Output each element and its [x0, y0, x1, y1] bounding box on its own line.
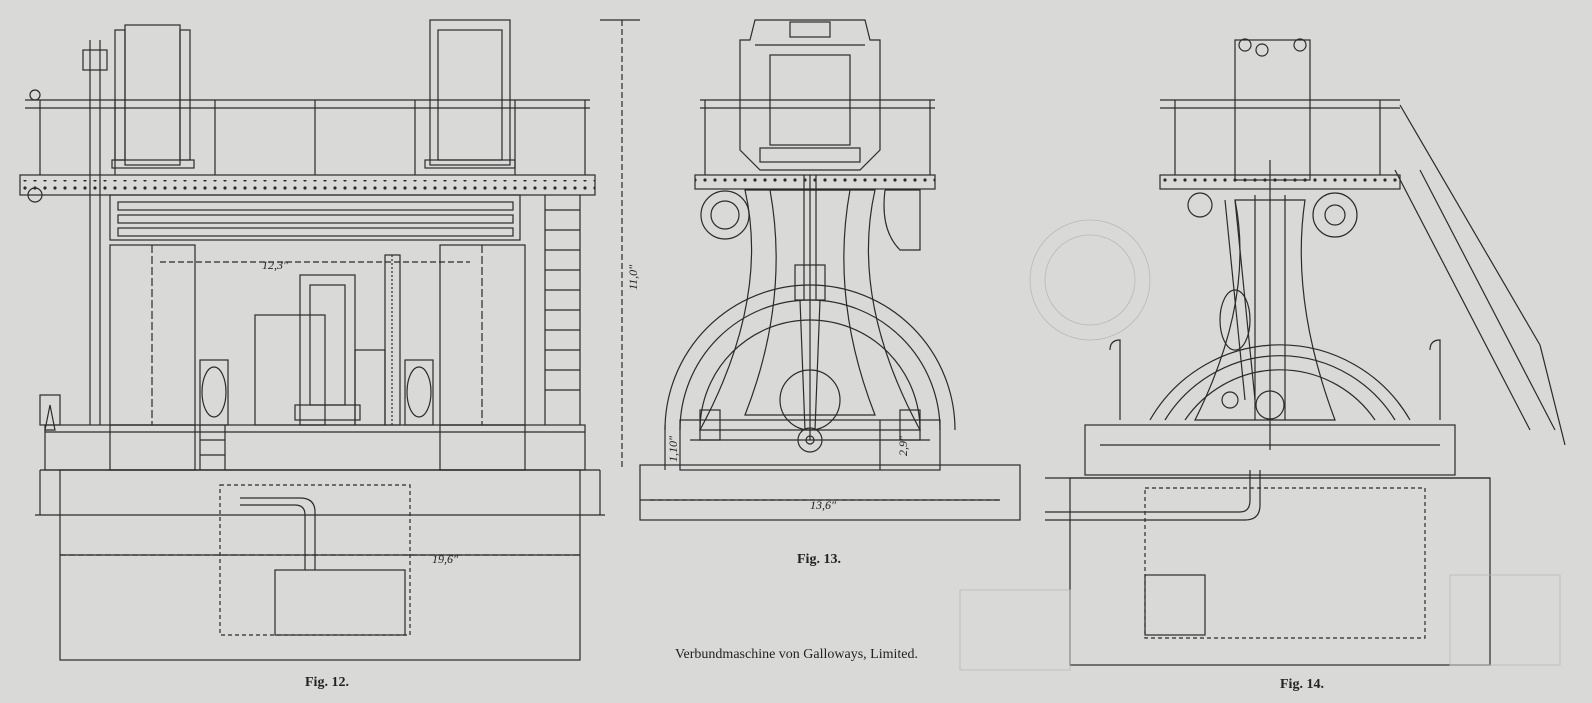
bleed-through-texture	[959, 219, 1561, 671]
fig12-caption: Fig. 12.	[305, 675, 349, 690]
fig14-caption: Fig. 14.	[1280, 677, 1324, 692]
fig12-dim-upper: 12,3"	[262, 258, 289, 272]
fig13-base-dim: 1,10"	[666, 435, 680, 462]
fig13-caption: Fig. 13.	[797, 552, 841, 567]
fig13-end-elevation	[639, 19, 1021, 521]
plate-title: Verbundmaschine von Galloways, Limited.	[675, 647, 919, 662]
fig12-dim-lower: 19,6"	[432, 552, 459, 566]
fig14-end-elevation	[1045, 38, 1566, 666]
fig13-crank-dim: 2,9"	[896, 435, 910, 456]
height-dim: 11,0"	[626, 264, 640, 290]
fig12-side-elevation	[19, 19, 640, 661]
fig12-ladder-rungs	[545, 209, 580, 391]
fig13-width-dim: 13,6"	[810, 498, 837, 512]
